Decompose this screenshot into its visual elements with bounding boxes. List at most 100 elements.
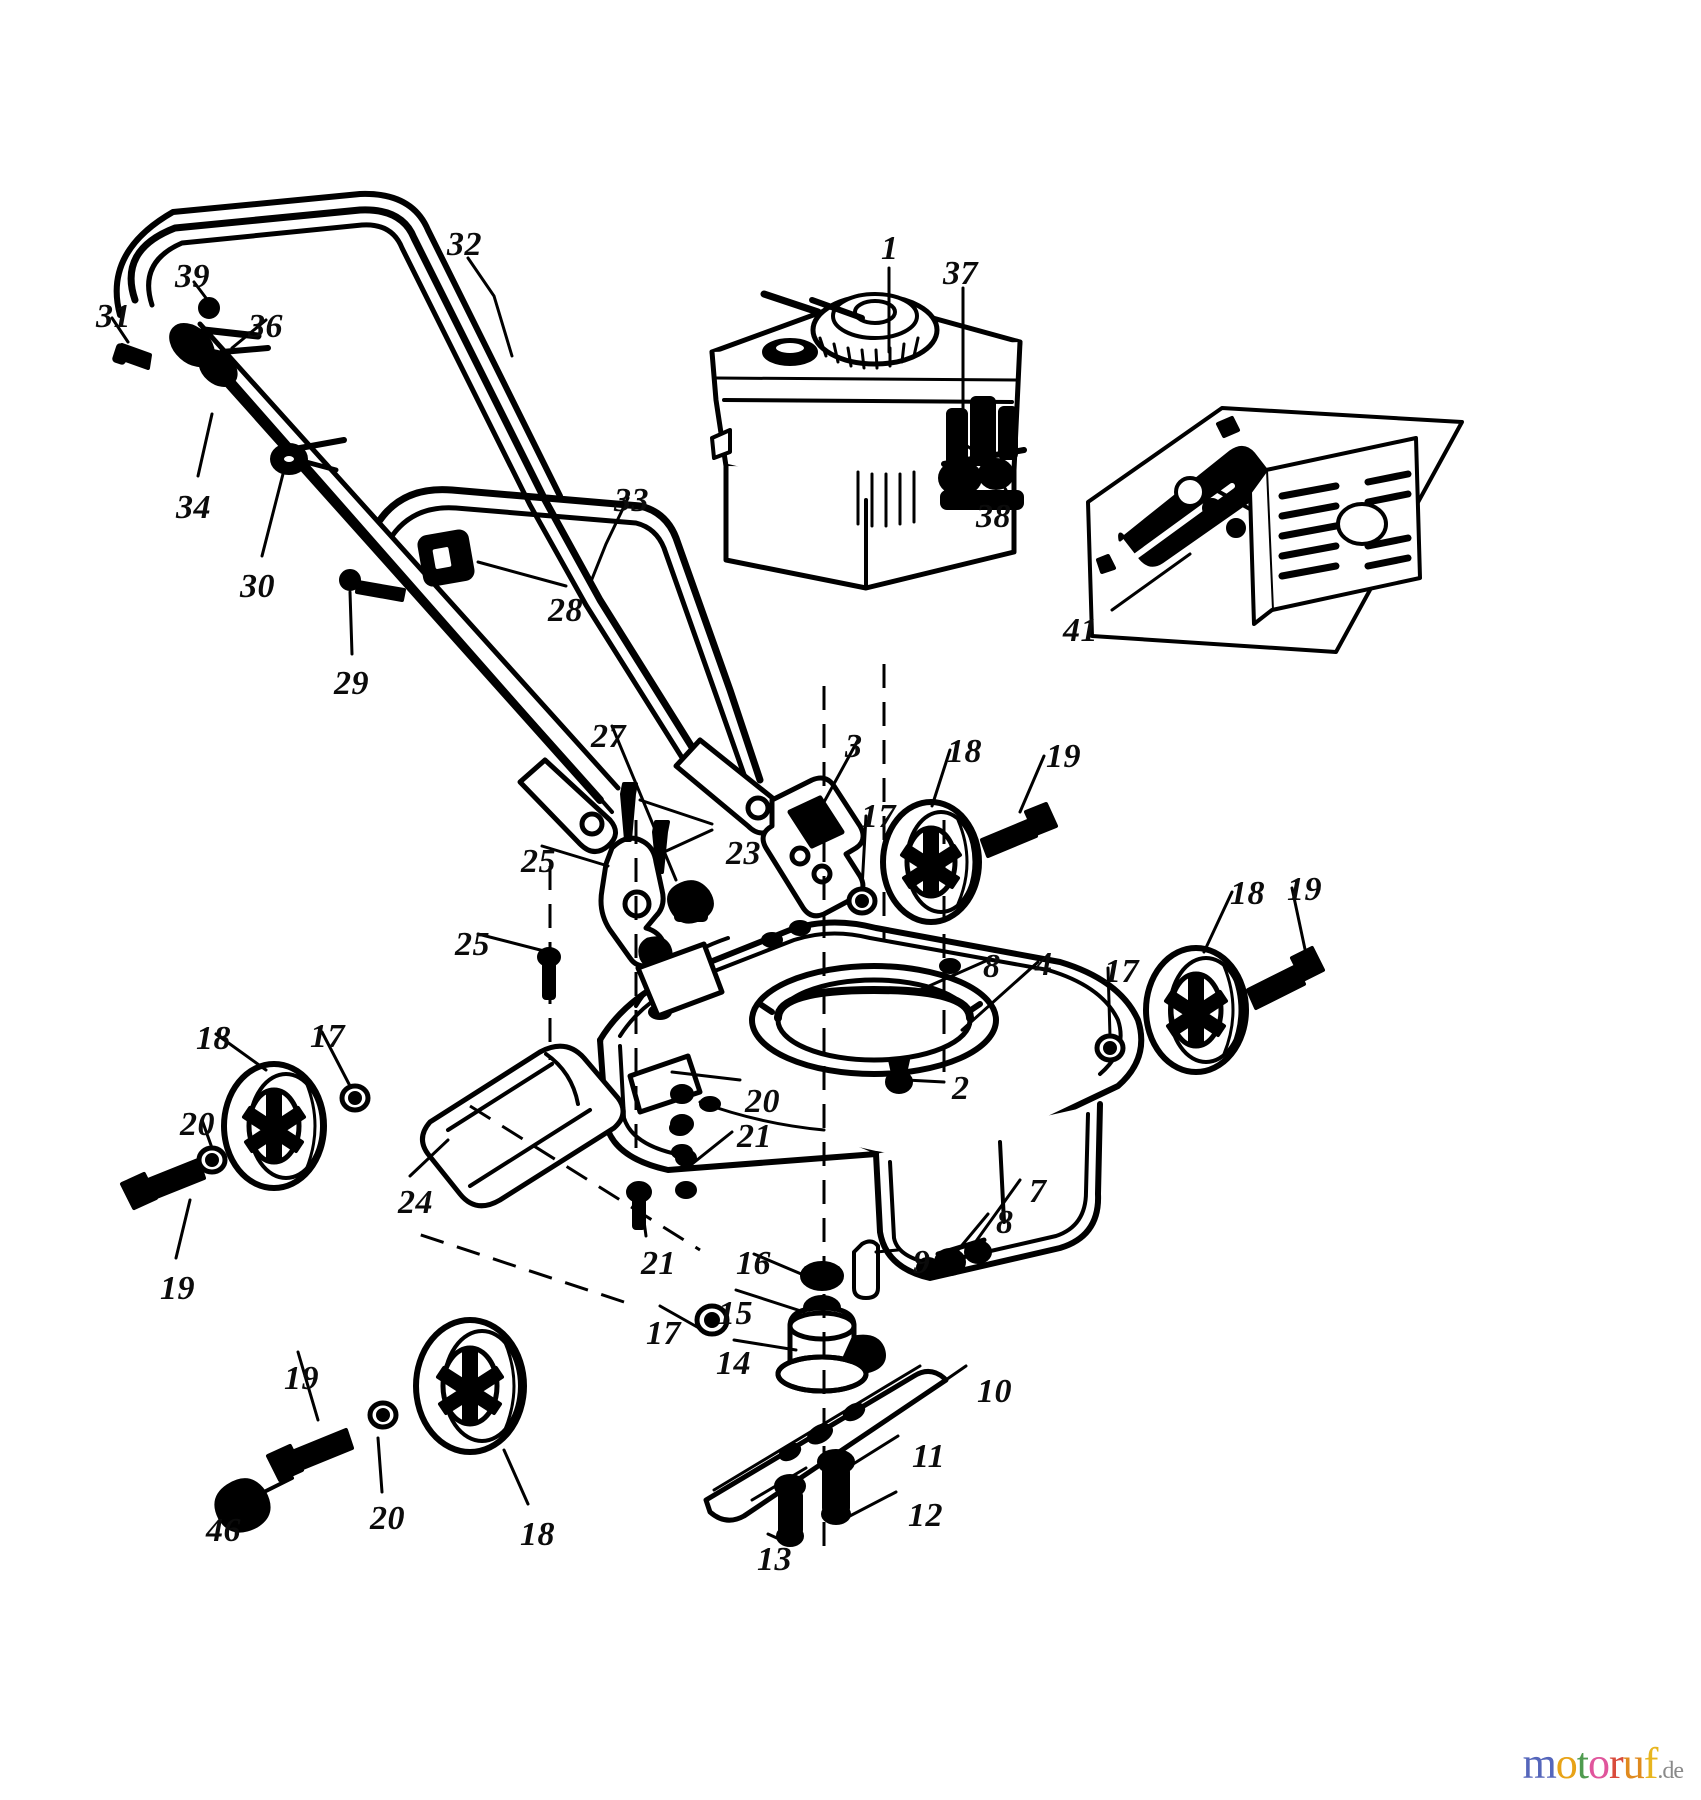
callout-32: 32 xyxy=(447,226,482,263)
callout-11: 11 xyxy=(912,1438,946,1475)
callout-20-a: 20 xyxy=(180,1106,215,1143)
wheel-left xyxy=(221,1061,327,1191)
bolt-right xyxy=(1246,946,1325,1010)
callout-21-b: 21 xyxy=(641,1245,676,1282)
callout-12: 12 xyxy=(908,1497,943,1534)
bolt-top-right xyxy=(980,802,1058,858)
callout-18-c: 18 xyxy=(196,1020,231,1057)
deck-nut-2 xyxy=(885,1058,913,1094)
callout-31: 31 xyxy=(96,298,131,335)
wheel-right xyxy=(1143,945,1249,1075)
callout-17-a: 17 xyxy=(861,798,896,835)
washer-bottom-left xyxy=(367,1400,399,1430)
callout-19-d: 19 xyxy=(284,1360,319,1397)
callout-15: 15 xyxy=(718,1295,753,1332)
callout-46: 46 xyxy=(206,1512,241,1549)
left-wheel-axis xyxy=(469,1104,701,1252)
washer-right xyxy=(1094,1033,1126,1063)
callout-13: 13 xyxy=(757,1541,792,1578)
blade-adapter-assembly xyxy=(626,1181,886,1394)
callout-37: 37 xyxy=(943,255,978,292)
washer-left-inner xyxy=(339,1083,371,1113)
handle-clamp-knob xyxy=(417,529,475,587)
recoil-starter xyxy=(760,290,940,370)
blade-washer-axis xyxy=(411,1230,625,1304)
muffler-body xyxy=(1248,436,1422,626)
callout-33: 33 xyxy=(614,482,649,519)
blade-key xyxy=(852,1239,880,1300)
wm-letter-f: f xyxy=(1643,1739,1659,1788)
callout-7: 7 xyxy=(1029,1173,1047,1210)
callout-17-b: 17 xyxy=(1104,953,1139,990)
upper-handle-bar xyxy=(113,190,749,809)
mower-deck xyxy=(597,919,1145,1281)
callout-10: 10 xyxy=(977,1373,1012,1410)
callout-38: 38 xyxy=(976,498,1011,535)
washer-top-right xyxy=(846,886,878,916)
callout-3: 3 xyxy=(845,728,863,765)
callout-39: 39 xyxy=(175,258,210,295)
wm-letter-m: m xyxy=(1522,1739,1557,1788)
wm-letter-o2: o xyxy=(1588,1739,1610,1788)
bolt-left xyxy=(120,1158,206,1210)
callout-36: 36 xyxy=(248,308,283,345)
bolt-21 xyxy=(626,1181,652,1230)
callout-23: 23 xyxy=(726,835,761,872)
callout-17-d: 17 xyxy=(646,1315,681,1352)
handle-end-bracket-right xyxy=(673,737,786,836)
callout-18-a: 18 xyxy=(947,733,982,770)
callout-41: 41 xyxy=(1063,612,1098,649)
blade-adapter xyxy=(775,1305,886,1394)
left-handle-tube xyxy=(176,321,621,814)
callout-9: 9 xyxy=(913,1244,931,1281)
callout-34: 34 xyxy=(176,489,211,526)
callout-27: 27 xyxy=(591,718,626,755)
callout-18-d: 18 xyxy=(520,1516,555,1553)
wm-suffix: .de xyxy=(1657,1758,1684,1784)
handle-bolt-31 xyxy=(112,343,152,370)
callout-21-a: 21 xyxy=(737,1118,772,1155)
handle-screw-29 xyxy=(339,569,406,602)
rear-deflector-chute xyxy=(420,1043,626,1209)
callout-19-a: 19 xyxy=(1046,738,1081,775)
lower-handle-bar xyxy=(376,486,764,789)
muffler-inset-box xyxy=(1086,406,1464,654)
callout-19-b: 19 xyxy=(1287,871,1322,908)
callout-25-b: 25 xyxy=(455,926,490,963)
callout-17-c: 17 xyxy=(310,1018,345,1055)
callout-14: 14 xyxy=(716,1345,751,1382)
wheel-top-right xyxy=(880,799,982,925)
callout-8-a: 8 xyxy=(983,948,1001,985)
callout-16: 16 xyxy=(736,1245,771,1282)
engine-assembly xyxy=(709,290,1027,591)
wm-letter-t: t xyxy=(1576,1739,1589,1788)
callout-29: 29 xyxy=(334,665,369,702)
carburetor-cluster xyxy=(938,396,1027,510)
callout-8-b: 8 xyxy=(996,1204,1014,1241)
deck-small-hardware xyxy=(670,1084,697,1199)
callout-20-c: 20 xyxy=(370,1500,405,1537)
callout-19-c: 19 xyxy=(160,1270,195,1307)
motoruf-watermark: motoruf.de xyxy=(1522,1739,1684,1788)
callout-20-b: 20 xyxy=(745,1083,780,1120)
washer-blade xyxy=(694,1303,730,1337)
fuel-cap xyxy=(762,338,818,366)
callout-2: 2 xyxy=(952,1070,970,1107)
callout-30: 30 xyxy=(240,568,275,605)
pivot-bolt-27-shape xyxy=(667,880,714,924)
callout-25-a: 25 xyxy=(521,843,556,880)
wm-letter-o1: o xyxy=(1555,1739,1578,1788)
cable-clamp-30 xyxy=(270,437,347,475)
callout-24: 24 xyxy=(398,1184,433,1221)
callout-18-b: 18 xyxy=(1230,875,1265,912)
wm-letter-r: r xyxy=(1609,1739,1624,1788)
handle-knob-part xyxy=(198,297,220,319)
wm-letter-u: u xyxy=(1622,1739,1645,1788)
callout-1: 1 xyxy=(881,230,899,267)
bolt-bottom-left xyxy=(266,1428,354,1482)
callout-4: 4 xyxy=(1035,946,1053,983)
handle-end-bracket-left xyxy=(517,757,618,854)
callout-28: 28 xyxy=(548,592,583,629)
